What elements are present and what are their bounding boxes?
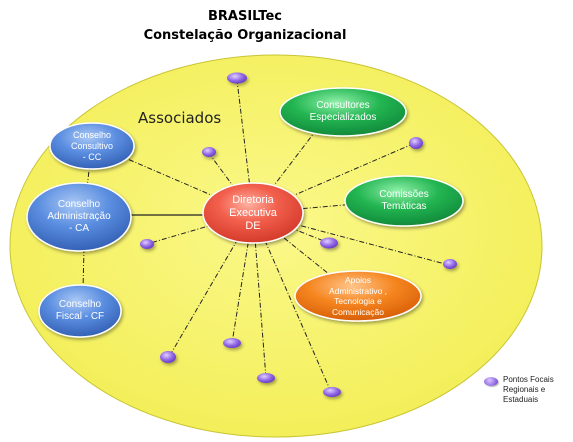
legend-dot-icon <box>484 377 498 386</box>
focal-point-dot <box>257 373 275 383</box>
node-center-shape <box>202 182 304 244</box>
node-apoios-shape <box>294 270 422 322</box>
focal-point-dot <box>323 387 341 397</box>
page-title: BRASILTec <box>208 9 282 24</box>
node-conselho-fiscal-shape <box>38 284 122 338</box>
node-consultores-shape <box>279 87 407 137</box>
node-comissoes-shape <box>344 175 464 227</box>
node-conselho-consultivo[interactable]: Conselho Consultivo - CC <box>70 129 114 162</box>
associados-circle <box>9 54 543 438</box>
node-apoios[interactable]: Apoios Administrativo , Tecnologia e Com… <box>328 275 388 317</box>
associados-label: Associados <box>138 109 222 127</box>
node-conselho-fiscal[interactable]: Conselho Fiscal - CF <box>55 299 105 322</box>
focal-point-dot <box>140 239 154 249</box>
node-center[interactable]: Diretoria Executiva DE <box>229 193 277 232</box>
node-conselho-administracao-shape <box>26 182 132 252</box>
legend-label: Pontos Focais Regionais e Estaduais <box>503 375 554 404</box>
focal-point-dots <box>140 72 457 397</box>
focal-point-dot <box>202 147 216 157</box>
focal-point-dot <box>409 137 423 149</box>
node-comissoes[interactable]: Comissões Temáticas <box>379 189 429 212</box>
node-conselho-administracao[interactable]: Conselho Administração - CA <box>47 199 111 234</box>
focal-point-dot <box>223 338 241 348</box>
focal-point-dot <box>227 72 247 84</box>
page-subtitle: Constelação Organizacional <box>143 28 347 43</box>
focal-point-dot <box>320 237 338 249</box>
focal-point-dot <box>443 259 457 269</box>
node-consultores[interactable]: Consultores Especializados <box>309 100 377 123</box>
node-conselho-consultivo-shape <box>49 122 135 170</box>
focal-point-dot <box>160 351 176 363</box>
